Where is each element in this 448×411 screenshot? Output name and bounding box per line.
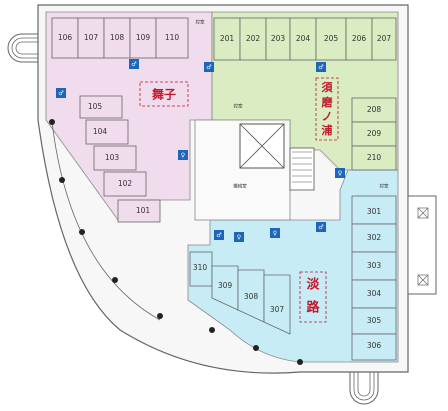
machine-room-label: 機械室 [233, 183, 247, 190]
room-110[interactable]: 110 [165, 33, 180, 42]
svg-text:♂: ♂ [131, 61, 136, 68]
restroom-icon: ♂ ♂ ♀ ♂ ♂ ♀ ♂ ♀ ♂ ♀ [56, 59, 345, 242]
room-207[interactable]: 207 [377, 34, 392, 43]
room-303[interactable]: 303 [367, 261, 382, 270]
svg-text:磨: 磨 [321, 95, 334, 109]
room-305[interactable]: 305 [367, 316, 382, 325]
room-301[interactable]: 301 [367, 207, 382, 216]
room-101[interactable]: 101 [136, 206, 151, 215]
colonnade [49, 119, 303, 365]
room-202[interactable]: 202 [246, 34, 261, 43]
office-label-3: 控室 [380, 183, 389, 190]
room-104[interactable]: 104 [93, 127, 108, 136]
awaji-zone-label: 淡 路 [299, 271, 327, 323]
room-310[interactable]: 310 [193, 263, 208, 272]
svg-text:路: 路 [306, 300, 320, 316]
svg-text:♂: ♂ [318, 224, 323, 231]
suma-top-rooms: 201 202 203 204 205 206 207 [213, 17, 397, 61]
maiko-top-rooms: 106 107 108 109 110 控室 [51, 17, 205, 59]
svg-text:須: 須 [321, 80, 334, 94]
suma-side-rooms: 208 209 210 控室 [234, 97, 397, 171]
room-201[interactable]: 201 [220, 34, 235, 43]
room-109[interactable]: 109 [136, 33, 151, 42]
svg-text:♀: ♀ [338, 170, 342, 177]
room-307[interactable]: 307 [270, 305, 285, 314]
room-205[interactable]: 205 [324, 34, 339, 43]
room-106[interactable]: 106 [58, 33, 73, 42]
maiko-side-rooms: 105 104 103 102 101 [79, 95, 161, 223]
room-210[interactable]: 210 [367, 153, 382, 162]
room-206[interactable]: 206 [352, 34, 367, 43]
svg-text:♀: ♀ [181, 152, 185, 159]
central-core: 機械室 [194, 119, 315, 221]
south-stairs-icon [349, 372, 379, 405]
room-107[interactable]: 107 [84, 33, 99, 42]
room-204[interactable]: 204 [296, 34, 311, 43]
office-label: 控室 [196, 19, 205, 26]
room-304[interactable]: 304 [367, 289, 382, 298]
maiko-zone-label: 舞子 [139, 81, 189, 107]
svg-text:淡: 淡 [306, 278, 320, 293]
room-309[interactable]: 309 [218, 281, 233, 290]
svg-text:ノ: ノ [322, 110, 333, 123]
svg-text:浦: 浦 [322, 123, 333, 137]
svg-text:♀: ♀ [273, 230, 277, 237]
office-label-2: 控室 [234, 103, 243, 110]
suma-zone-label: 須 磨 ノ 浦 [315, 77, 339, 141]
awaji-left-rooms: 310 309 308 307 [189, 251, 291, 335]
svg-text:舞子: 舞子 [151, 87, 176, 102]
room-108[interactable]: 108 [110, 33, 125, 42]
svg-text:♂: ♂ [216, 232, 221, 239]
room-308[interactable]: 308 [244, 292, 259, 301]
room-209[interactable]: 209 [367, 129, 382, 138]
east-annex [407, 195, 437, 295]
west-stairs-icon [7, 33, 38, 63]
room-105[interactable]: 105 [88, 102, 103, 111]
room-102[interactable]: 102 [118, 179, 133, 188]
room-306[interactable]: 306 [367, 341, 382, 350]
room-103[interactable]: 103 [105, 153, 120, 162]
svg-text:♂: ♂ [206, 64, 211, 71]
room-302[interactable]: 302 [367, 233, 382, 242]
svg-text:♀: ♀ [237, 234, 241, 241]
svg-text:♂: ♂ [318, 64, 323, 71]
room-208[interactable]: 208 [367, 105, 382, 114]
awaji-right-rooms: 301 302 303 304 305 306 控室 [351, 183, 397, 361]
svg-text:♂: ♂ [58, 90, 63, 97]
room-203[interactable]: 203 [271, 34, 286, 43]
